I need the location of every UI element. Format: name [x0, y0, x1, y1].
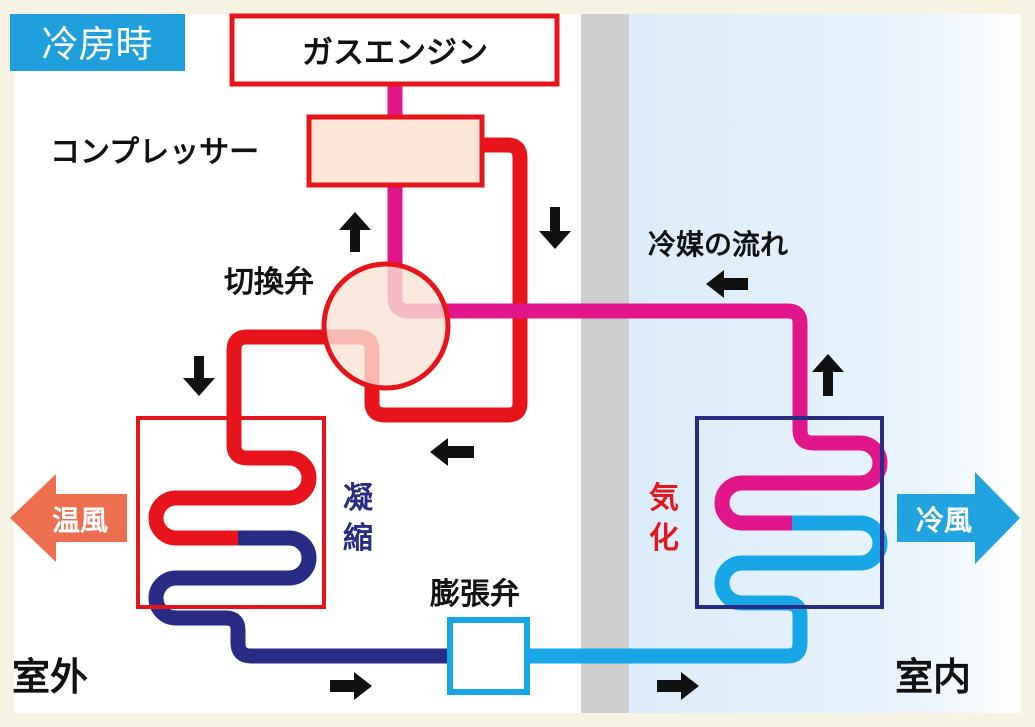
refrigerant-flow-label: 冷媒の流れ	[648, 228, 788, 261]
suction-pipe	[387, 187, 888, 531]
compressor-box	[306, 114, 485, 188]
expansion-valve-box	[447, 617, 530, 695]
switch-valve-circle	[321, 261, 451, 391]
evaporator-box	[695, 416, 884, 609]
condense-label-2: 縮	[343, 521, 373, 556]
flow-arrow-up-icon	[339, 212, 371, 252]
flow-arrow-down-icon	[539, 207, 571, 249]
gas-engine-label: ガスエンジン	[302, 35, 488, 71]
condenser-coil-hot	[148, 436, 317, 546]
flow-arrow-right-icon	[657, 672, 699, 700]
flow-arrow-up-icon	[812, 354, 844, 396]
hot-gas-pipe	[226, 137, 528, 436]
outdoor-label: 室外	[12, 655, 88, 699]
condense-label-1: 凝	[343, 481, 374, 516]
gas-engine-box	[229, 13, 560, 87]
switch-valve-label: 切換弁	[224, 265, 314, 300]
mode-badge	[10, 14, 185, 71]
flow-arrow-left-icon	[706, 270, 748, 298]
warm-air-label: 温風	[52, 504, 108, 537]
mode-badge-label: 冷房時	[42, 23, 153, 66]
outdoor-area	[14, 14, 581, 713]
flow-arrow-left-icon	[430, 438, 474, 466]
wall	[581, 14, 629, 713]
flow-arrow-right-icon	[330, 672, 372, 700]
expansion-valve-label: 膨張弁	[430, 577, 520, 612]
condenser-coil-cold	[148, 530, 452, 664]
indoor-label: 室内	[895, 655, 971, 699]
condenser-box	[136, 416, 326, 609]
compressor-label: コンプレッサー	[50, 135, 259, 170]
evaporator-coil-cold	[526, 515, 888, 664]
warm-air-arrow	[10, 474, 127, 562]
cool-air-arrow	[897, 472, 1020, 564]
evaporate-label-1: 気	[649, 481, 679, 516]
flow-arrow-down-icon	[183, 356, 215, 396]
evaporate-label-2: 化	[649, 521, 679, 556]
cool-air-label: 冷風	[916, 504, 972, 537]
